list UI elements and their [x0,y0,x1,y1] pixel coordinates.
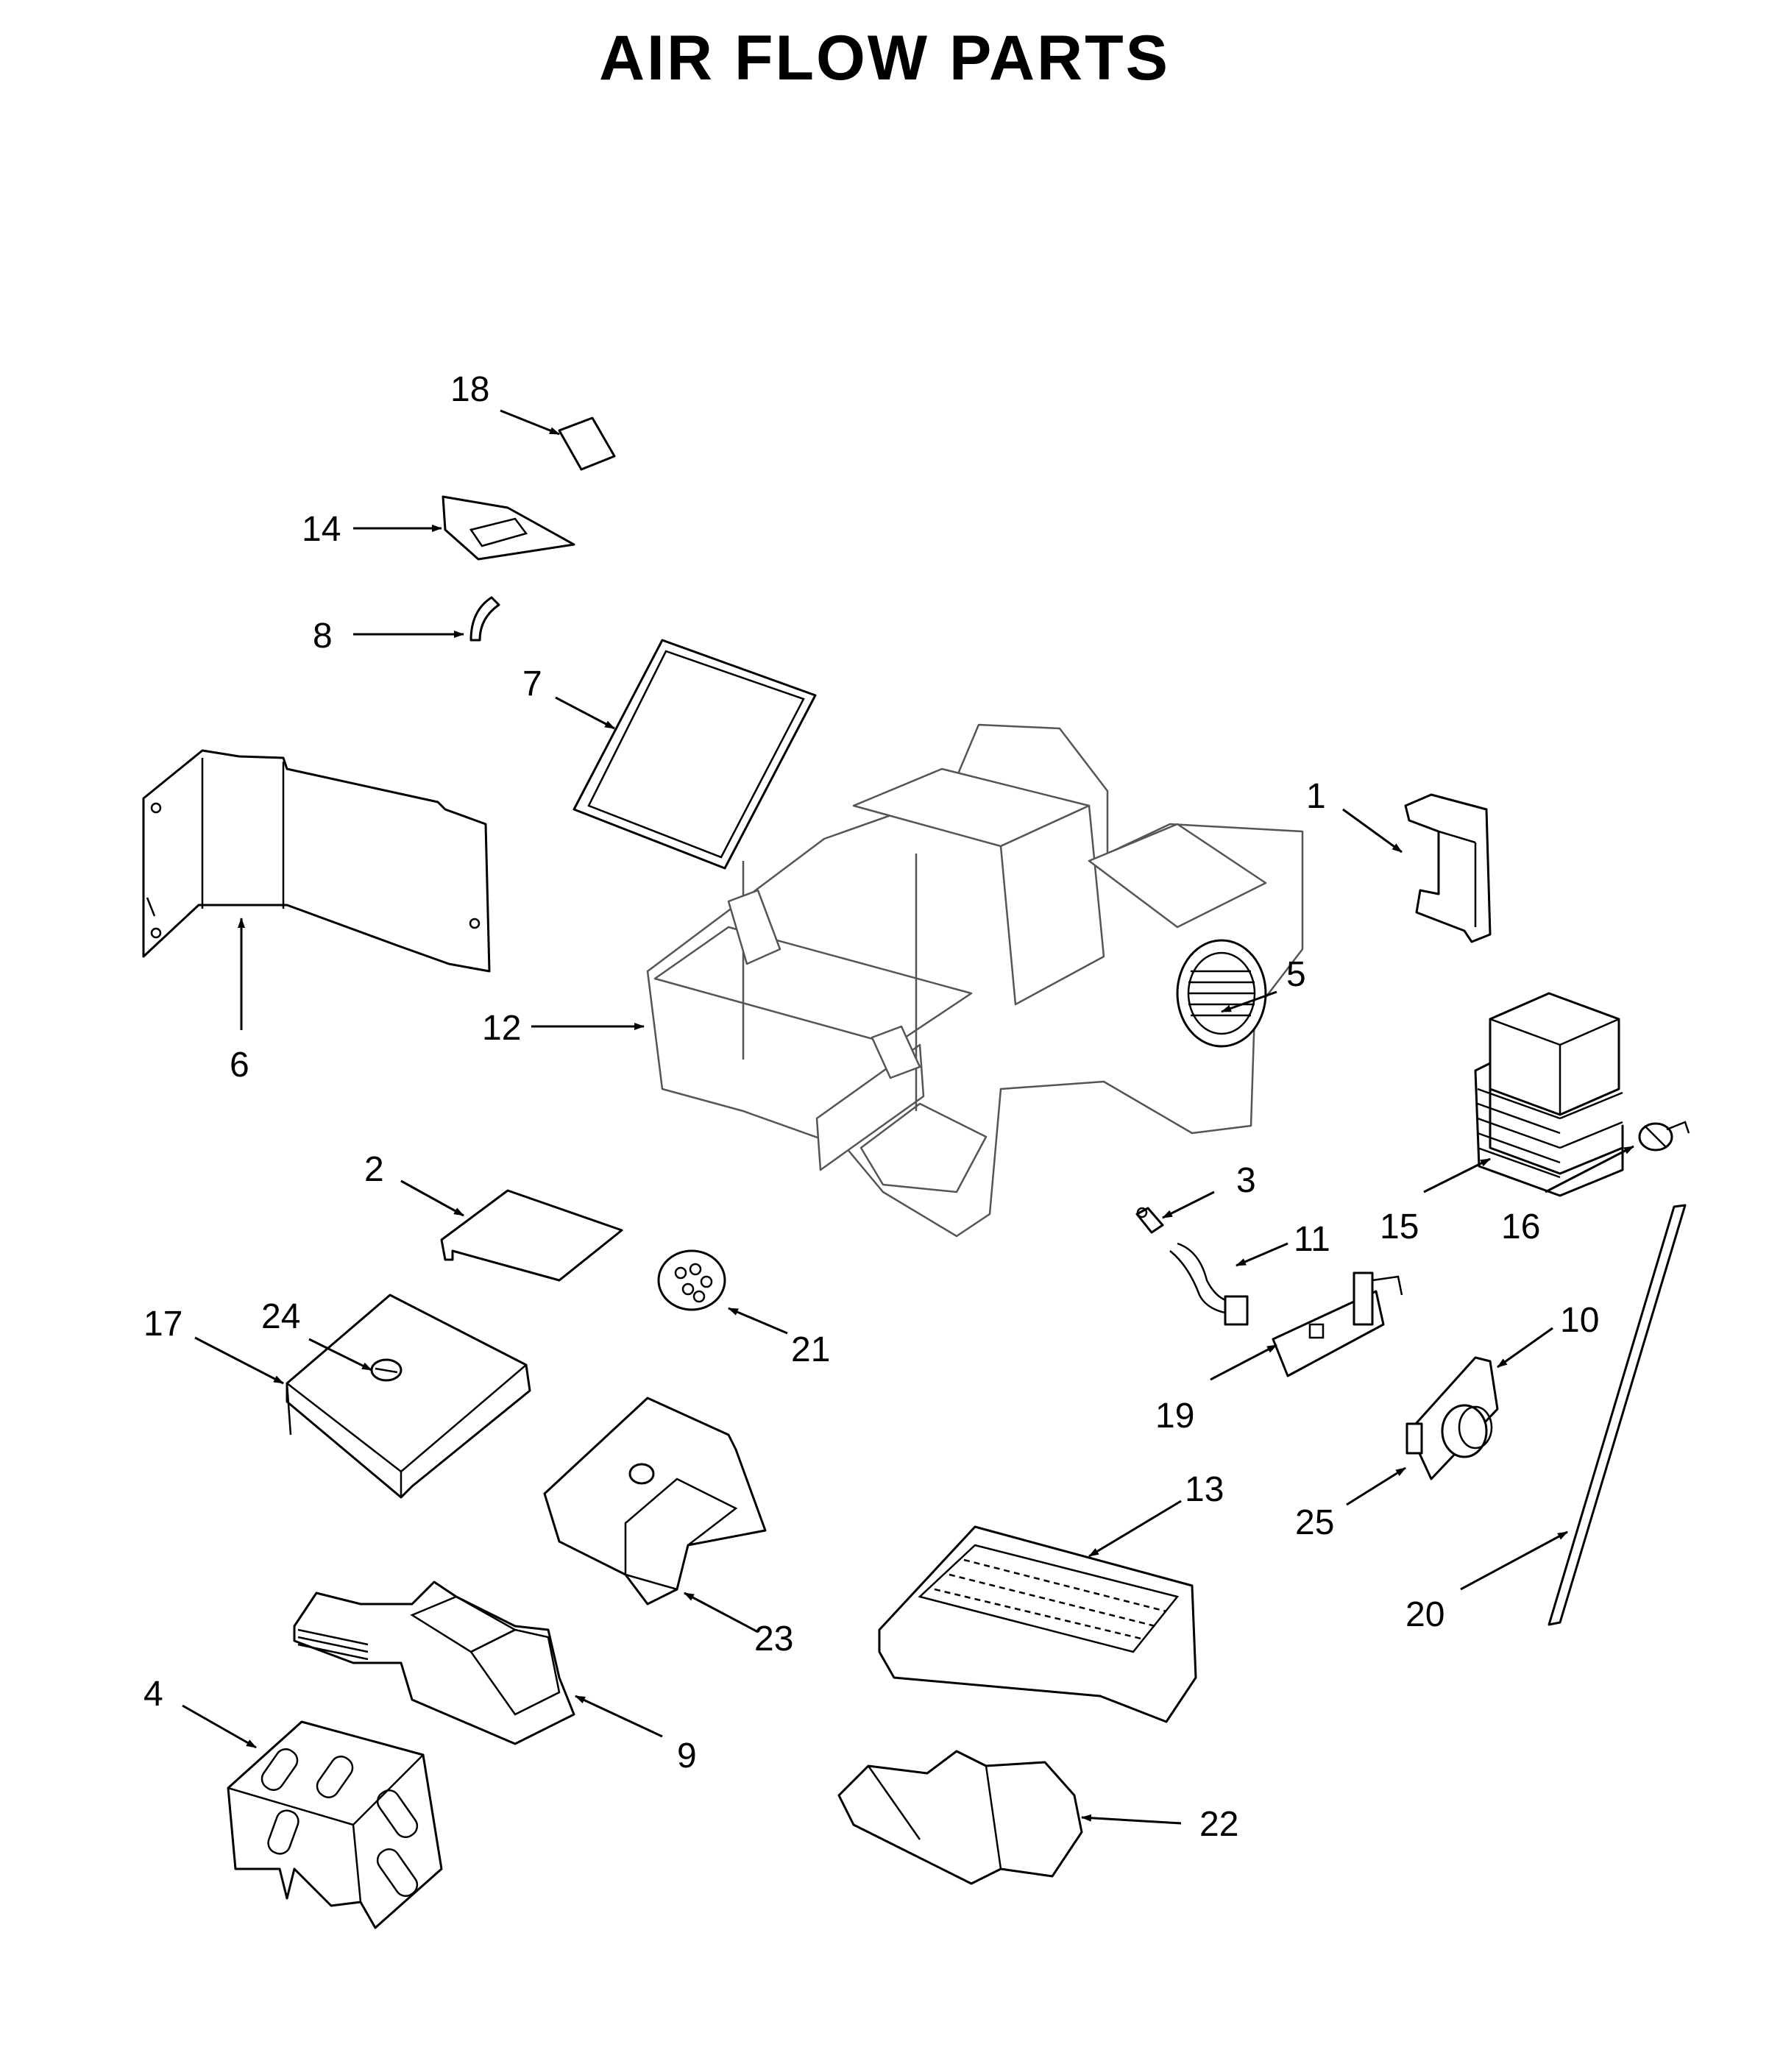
callout-8: 8 [313,617,333,656]
leader-23 [684,1592,759,1633]
leader-10 [1497,1327,1553,1369]
leader-25 [1346,1466,1406,1506]
callout-17: 17 [143,1305,182,1344]
part-19-circuit-board[interactable] [1272,1271,1403,1377]
part-5-blower-wheel[interactable] [1176,939,1267,1048]
callout-23: 23 [754,1619,793,1658]
callout-21: 21 [791,1330,830,1369]
part-3-fuse[interactable] [1135,1207,1164,1234]
leader-13 [1088,1500,1182,1558]
callout-20: 20 [1405,1595,1444,1634]
callout-13: 13 [1185,1470,1224,1509]
leader-18 [500,409,560,436]
callout-14: 14 [302,510,341,549]
part-14-plate[interactable] [442,495,575,561]
leader-20 [1460,1530,1568,1591]
part-20-rod[interactable] [1548,1204,1687,1626]
leader-4 [182,1704,257,1749]
callout-22: 22 [1199,1805,1238,1844]
leader-7 [555,696,615,730]
callout-15: 15 [1380,1207,1419,1246]
callout-3: 3 [1236,1161,1256,1200]
part-25-switch[interactable] [1405,1422,1423,1455]
callout-6: 6 [230,1046,249,1085]
leader-19 [1210,1344,1277,1381]
leader-1 [1342,808,1403,854]
callout-16: 16 [1501,1207,1540,1246]
callout-1: 1 [1306,777,1326,816]
part-2-plate[interactable] [440,1189,623,1282]
callout-24: 24 [261,1297,300,1336]
callout-9: 9 [677,1736,697,1775]
callout-2: 2 [364,1150,384,1189]
part-17-cover[interactable] [286,1294,531,1499]
part-8-tube[interactable] [469,596,500,642]
leader-17 [194,1336,284,1385]
part-18-label[interactable] [558,416,616,471]
leader-15 [1423,1157,1491,1193]
part-7-filter-frame[interactable] [572,639,817,870]
part-1-bracket[interactable] [1404,793,1492,943]
part-23-bracket-box[interactable] [543,1397,767,1606]
callout-4: 4 [143,1675,163,1714]
part-6-side-panel[interactable] [142,749,491,973]
callout-10: 10 [1560,1301,1599,1340]
leader-5 [1221,990,1277,1013]
leader-24 [308,1338,372,1372]
callout-5: 5 [1286,955,1306,994]
leader-11 [1236,1242,1288,1267]
leader-22 [1081,1814,1182,1825]
part-12-air-duct-housing[interactable] [646,723,1304,1238]
part-15-transformer[interactable] [1474,992,1624,1197]
part-21-fan-motor[interactable] [657,1249,726,1311]
callout-18: 18 [450,370,489,409]
part-9-air-guide[interactable] [293,1580,575,1745]
leader-16 [1545,1145,1634,1193]
part-16-thermostat[interactable] [1638,1121,1690,1152]
callout-19: 19 [1155,1397,1194,1436]
part-24-thermostat[interactable] [370,1358,403,1382]
callout-11: 11 [1294,1220,1330,1259]
part-4-vented-bracket[interactable] [227,1720,443,1929]
leader-21 [728,1307,788,1335]
leader-3 [1162,1191,1215,1219]
callout-7: 7 [522,664,542,703]
part-22-duct-guide[interactable] [837,1750,1083,1885]
leader-9 [575,1695,663,1738]
leader-2 [400,1179,464,1217]
callout-12: 12 [482,1009,521,1048]
part-13-vent-grille[interactable] [878,1525,1197,1723]
callout-25: 25 [1295,1503,1334,1542]
page-title: AIR FLOW PARTS [598,23,1171,93]
part-10-control-panel[interactable] [1408,1356,1499,1480]
part-11-wire-harness[interactable] [1169,1242,1249,1326]
